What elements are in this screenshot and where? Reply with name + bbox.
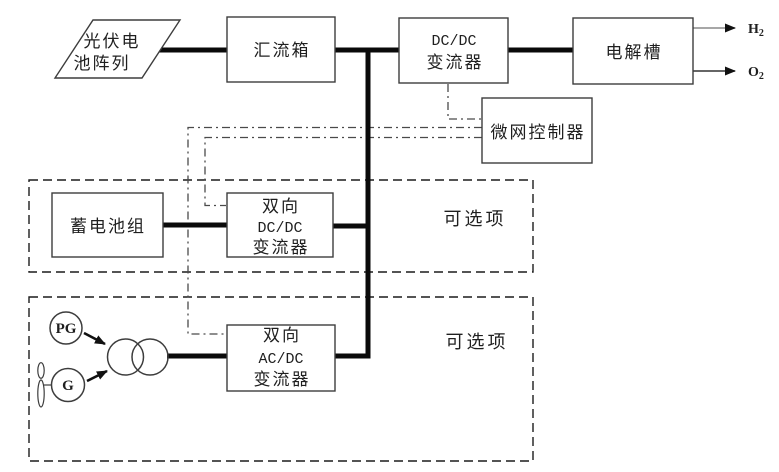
h2-label: H2 [748,22,764,39]
bidirectional-acdc-node [226,324,336,392]
battery-pack-label: 蓄电池组 [70,217,146,236]
bidir-dcdc-label-line2: DC/DC [257,220,302,237]
pv-array-label-line2: 池阵列 [74,54,131,73]
optional-region-battery [28,179,534,273]
controller-to-bidir-dcdc-control-line [204,136,482,207]
wind-turbine-icon [37,362,52,408]
microgrid-controller-label: 微网控制器 [491,123,586,142]
bidirectional-dcdc-node [226,192,334,258]
electrolyzer-node [572,17,694,85]
o2-subscript: 2 [759,71,764,82]
transformer-icon [106,338,169,376]
pg-to-transformer-arrow [83,331,106,346]
bidir-acdc-label-line2: AC/DC [258,351,303,368]
microgrid-controller-node [481,97,593,164]
controller-to-bidir-acdc-control-line [187,126,482,335]
controller-to-dcdc-control-line [447,84,482,120]
combiner-box-label: 汇流箱 [254,41,311,60]
bidir-dcdc-label-line3: 变流器 [253,238,310,257]
battery-pack-node [51,192,164,258]
o2-label: O2 [748,65,764,82]
bidir-acdc-label-line3: 变流器 [254,370,311,389]
pv-array-label-line1: 光伏电 [84,32,141,51]
generator-label: G [62,378,74,394]
electrolyzer-label: 电解槽 [606,43,663,62]
pv-array-node [53,19,182,79]
optional-label-grid: 可选项 [446,332,509,352]
g-to-transformer-arrow [86,369,108,383]
combiner-box-node [226,16,336,83]
bidir-dcdc-label-line1: 双向 [262,197,300,216]
h2-subscript: 2 [759,28,764,39]
dcdc-converter-label-line2: 变流器 [427,53,484,72]
h2-symbol: H [748,22,759,37]
o2-symbol: O [748,65,759,80]
optional-label-battery: 可选项 [444,209,507,229]
bidir-acdc-label-line1: 双向 [263,326,301,345]
optional-region-grid [28,296,534,462]
power-grid-label: PG [56,321,77,337]
power-grid-node [49,311,83,345]
dcdc-converter-label-line1: DC/DC [431,33,476,50]
dcdc-converter-node [398,17,509,84]
